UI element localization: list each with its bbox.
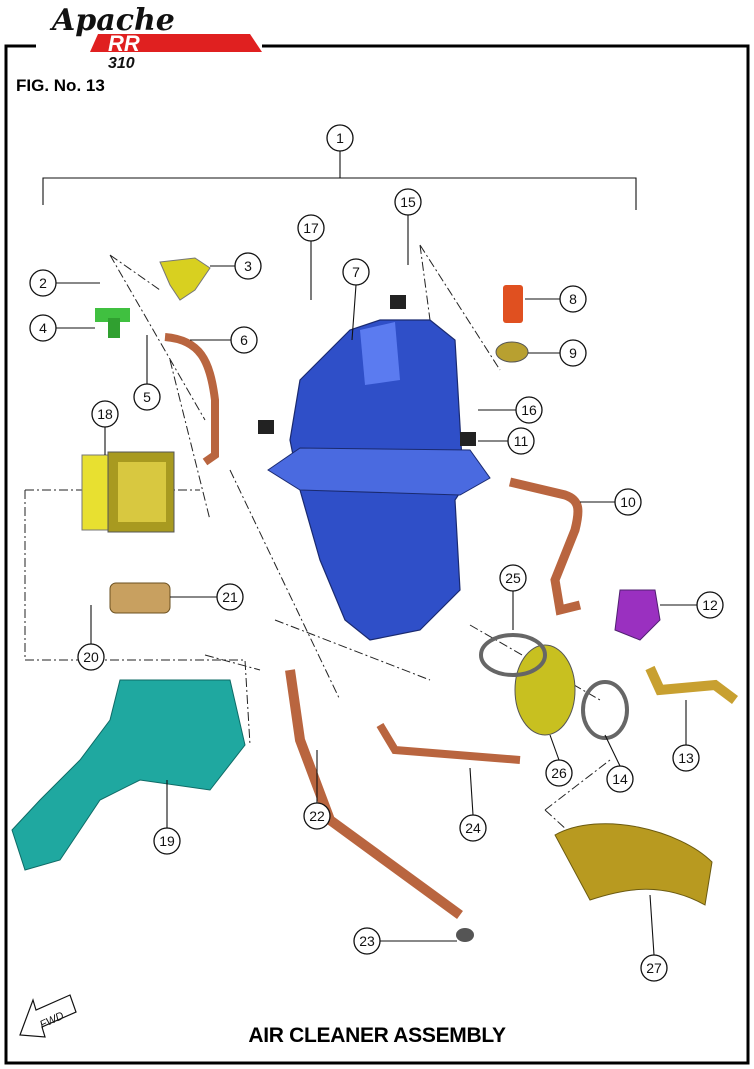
svg-text:7: 7 bbox=[352, 264, 360, 280]
grommets bbox=[258, 295, 476, 446]
svg-text:27: 27 bbox=[646, 960, 662, 976]
frame bbox=[4, 44, 750, 1065]
callout-27: 27 bbox=[640, 954, 668, 982]
grommet-9 bbox=[495, 341, 529, 363]
hose-24 bbox=[376, 722, 521, 764]
hose-6 bbox=[164, 333, 219, 466]
air-cleaner-box bbox=[267, 319, 491, 641]
callout-24: 24 bbox=[459, 814, 487, 842]
svg-text:13: 13 bbox=[678, 750, 694, 766]
callout-21: 21 bbox=[216, 583, 244, 611]
svg-text:RR: RR bbox=[108, 31, 140, 56]
callout-12: 12 bbox=[696, 591, 724, 619]
sensor-3 bbox=[159, 257, 211, 301]
svg-text:23: 23 bbox=[359, 933, 375, 949]
callout-6: 6 bbox=[230, 326, 258, 354]
callout-18: 18 bbox=[91, 400, 119, 428]
svg-text:16: 16 bbox=[521, 402, 537, 418]
callout-13: 13 bbox=[672, 744, 700, 772]
callout-23: 23 bbox=[353, 927, 381, 955]
svg-text:19: 19 bbox=[159, 833, 175, 849]
callout-22: 22 bbox=[303, 802, 331, 830]
svg-text:15: 15 bbox=[400, 194, 416, 210]
callout-19: 19 bbox=[153, 827, 181, 855]
svg-text:21: 21 bbox=[222, 589, 238, 605]
callout-17: 17 bbox=[297, 214, 325, 242]
diagram-title: AIR CLEANER ASSEMBLY bbox=[248, 1024, 506, 1047]
svg-text:11: 11 bbox=[514, 433, 529, 449]
cap-8 bbox=[503, 285, 523, 323]
intake-tube-27 bbox=[554, 823, 713, 906]
valve-4 bbox=[95, 308, 130, 338]
joint-26 bbox=[514, 644, 576, 736]
duct-19 bbox=[11, 679, 246, 871]
svg-text:26: 26 bbox=[551, 765, 567, 781]
figure-label: FIG. No. 13 bbox=[16, 76, 105, 95]
svg-text:20: 20 bbox=[83, 649, 99, 665]
callout-5: 5 bbox=[133, 383, 161, 411]
callout-14: 14 bbox=[606, 765, 634, 793]
callout-2: 2 bbox=[29, 269, 57, 297]
callout-25: 25 bbox=[499, 564, 527, 592]
callout-10: 10 bbox=[614, 488, 642, 516]
svg-text:5: 5 bbox=[143, 389, 151, 405]
hose-10 bbox=[508, 477, 583, 616]
callout-7: 7 bbox=[342, 258, 370, 286]
hose-13 bbox=[645, 665, 738, 704]
svg-text:1: 1 bbox=[336, 130, 344, 146]
svg-text:8: 8 bbox=[569, 291, 577, 307]
callout-3: 3 bbox=[234, 252, 262, 280]
fwd-arrow-icon: FWD bbox=[19, 994, 77, 1038]
callout-11: 11 bbox=[507, 427, 535, 455]
callout-1: 1 bbox=[326, 124, 354, 152]
svg-text:10: 10 bbox=[620, 494, 636, 510]
callout-15: 15 bbox=[394, 188, 422, 216]
svg-text:310: 310 bbox=[108, 55, 135, 72]
hose-22 bbox=[285, 669, 463, 920]
callout-9: 9 bbox=[559, 339, 587, 367]
apache-rr-310-logo: Apache RR 310 bbox=[49, 3, 262, 72]
svg-text:17: 17 bbox=[303, 220, 319, 236]
clamp-14 bbox=[581, 680, 629, 740]
cap-23 bbox=[456, 928, 474, 942]
svg-text:24: 24 bbox=[465, 820, 481, 836]
svg-text:12: 12 bbox=[702, 597, 718, 613]
callout-8: 8 bbox=[559, 285, 587, 313]
svg-text:22: 22 bbox=[309, 808, 325, 824]
svg-text:Apache: Apache bbox=[49, 3, 175, 38]
svg-text:9: 9 bbox=[569, 345, 577, 361]
svg-text:6: 6 bbox=[240, 332, 248, 348]
svg-text:4: 4 bbox=[39, 320, 47, 336]
svg-text:18: 18 bbox=[97, 406, 113, 422]
svg-text:25: 25 bbox=[505, 570, 521, 586]
callout-20: 20 bbox=[77, 643, 105, 671]
callout-4: 4 bbox=[29, 314, 57, 342]
svg-text:2: 2 bbox=[39, 275, 47, 291]
svg-text:14: 14 bbox=[612, 771, 628, 787]
callout-26: 26 bbox=[545, 759, 573, 787]
callout-16: 16 bbox=[515, 396, 543, 424]
svg-text:3: 3 bbox=[244, 258, 252, 274]
clamp-25 bbox=[479, 633, 547, 677]
filter-element-18 bbox=[81, 451, 175, 533]
valve-12 bbox=[614, 589, 661, 641]
sensor-21 bbox=[109, 582, 171, 614]
